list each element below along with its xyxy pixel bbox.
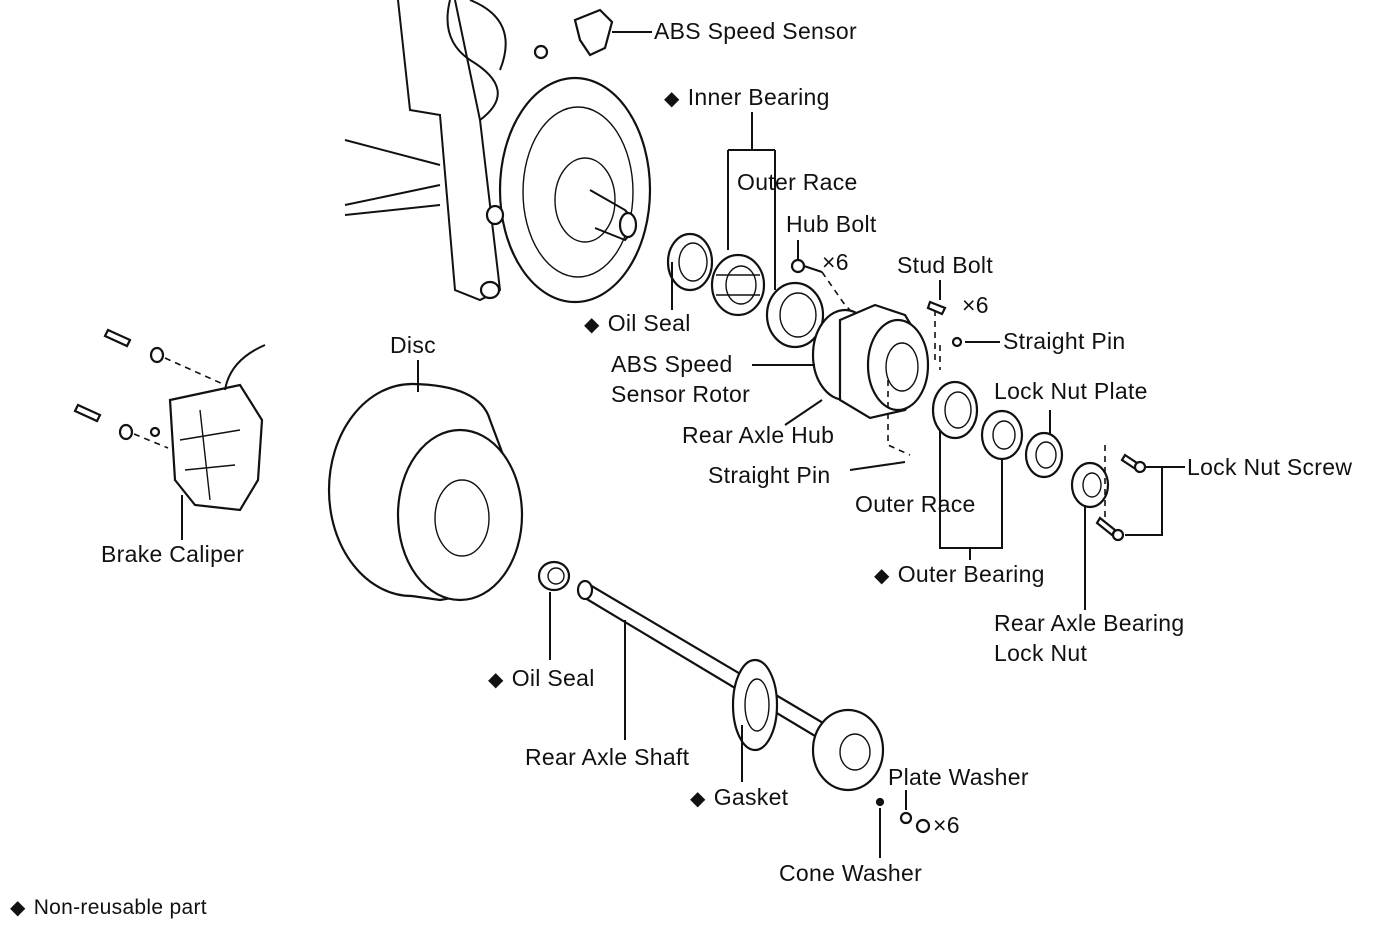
legend-non-reusable: ◆Non-reusable part — [10, 896, 207, 919]
label-hub-bolt: Hub Bolt — [786, 211, 877, 237]
label-gasket: ◆Gasket — [690, 784, 789, 810]
label-inner-bearing: ◆Inner Bearing — [664, 84, 830, 110]
label-cone-washer: Cone Washer — [779, 860, 923, 886]
label-plate-washer: Plate Washer — [888, 764, 1029, 790]
washers-drawing — [875, 790, 931, 858]
inner-bearing-leader — [727, 112, 776, 290]
label-brake-caliper: Brake Caliper — [101, 541, 245, 567]
outer-race-top-drawing — [765, 281, 825, 349]
non-reusable-icon: ◆ — [10, 897, 26, 919]
axle-flange-drawing — [811, 708, 885, 792]
disc-drawing — [327, 360, 524, 602]
oil-seal-top-drawing — [666, 232, 714, 310]
label-outer-race-top: Outer Race — [737, 169, 858, 195]
label-hub-bolt-qty: ×6 — [822, 249, 849, 275]
gasket-drawing — [731, 658, 779, 782]
label-rear-axle-hub: Rear Axle Hub — [682, 422, 835, 448]
label-straight-pin-top: Straight Pin — [1003, 328, 1126, 354]
non-reusable-icon: ◆ — [664, 88, 680, 110]
oil-seal-bottom-drawing — [537, 560, 571, 660]
lock-nut-screw-drawing — [1095, 453, 1185, 542]
lock-nut-drawing — [1070, 445, 1110, 610]
label-abs-speed-sensor-rotor-2: Sensor Rotor — [611, 381, 751, 407]
label-rear-axle-bearing-lock-nut-2: Lock Nut — [994, 640, 1088, 666]
label-lock-nut-plate: Lock Nut Plate — [994, 378, 1148, 404]
label-rear-axle-shaft: Rear Axle Shaft — [525, 744, 690, 770]
non-reusable-icon: ◆ — [584, 314, 600, 336]
brake-caliper-drawing — [73, 328, 266, 540]
outer-race-bottom-drawing — [931, 380, 979, 440]
label-outer-bearing: ◆Outer Bearing — [874, 561, 1045, 587]
hub-bolt-drawing — [790, 240, 851, 311]
label-outer-race-bottom: Outer Race — [855, 491, 976, 517]
stud-bolt-drawing — [926, 280, 1000, 370]
label-abs-speed-sensor-rotor-1: ABS Speed — [611, 351, 733, 377]
label-disc: Disc — [390, 332, 436, 358]
label-straight-pin-bottom: Straight Pin — [708, 462, 831, 488]
label-lock-nut-screw: Lock Nut Screw — [1187, 454, 1353, 480]
label-plate-washer-qty: ×6 — [933, 812, 960, 838]
rear-axle-shaft-drawing — [576, 579, 837, 744]
label-abs-speed-sensor: ABS Speed Sensor — [654, 18, 857, 44]
outer-bearing-leader — [939, 430, 1003, 560]
axle-housing-drawing — [344, 0, 652, 304]
outer-bearing-drawing — [980, 409, 1024, 461]
rear-axle-hub-drawing — [811, 303, 930, 456]
non-reusable-icon: ◆ — [488, 669, 504, 691]
non-reusable-icon: ◆ — [874, 565, 890, 587]
non-reusable-icon: ◆ — [690, 788, 706, 810]
label-rear-axle-bearing-lock-nut-1: Rear Axle Bearing — [994, 610, 1185, 636]
leader-lines — [752, 364, 906, 471]
abs-speed-sensor-drawing — [533, 8, 652, 60]
inner-bearing-drawing — [710, 253, 766, 317]
lock-nut-plate-drawing — [1024, 410, 1064, 479]
label-stud-bolt-qty: ×6 — [962, 292, 989, 318]
label-oil-seal-top: ◆Oil Seal — [584, 310, 691, 336]
label-stud-bolt: Stud Bolt — [897, 252, 994, 278]
label-oil-seal-bottom: ◆Oil Seal — [488, 665, 595, 691]
